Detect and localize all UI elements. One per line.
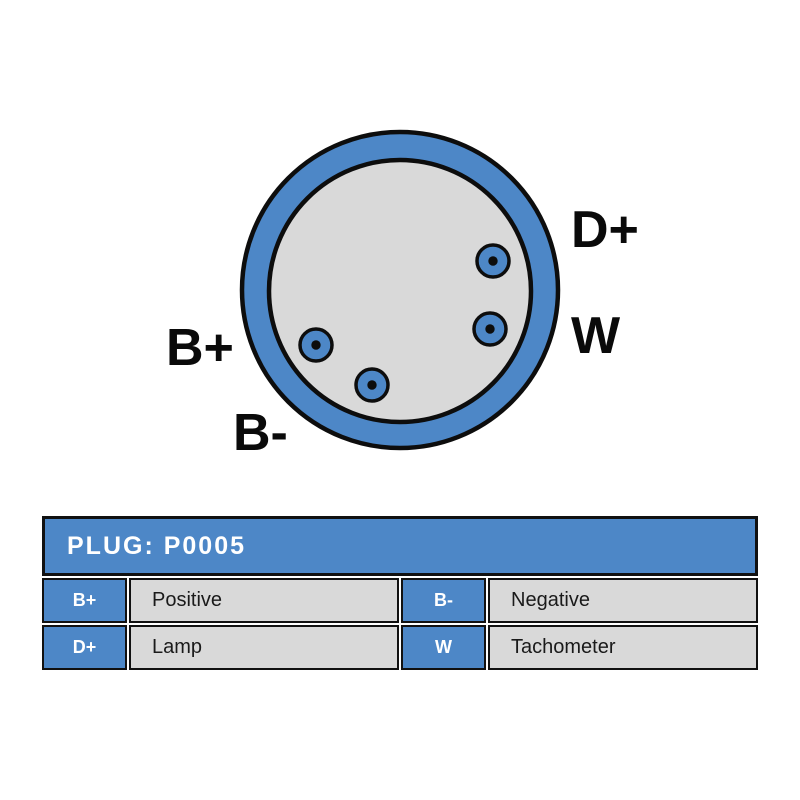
desc-cell-lamp: Lamp	[129, 625, 399, 670]
label-w: W	[571, 307, 621, 365]
pin-cell-dplus: D+	[42, 625, 127, 670]
plug-table-header: PLUG: P0005	[42, 516, 758, 576]
label-dplus: D+	[571, 201, 639, 259]
plug-table: PLUG: P0005 B+ Positive B- Negative D+ L…	[42, 516, 758, 670]
pin-center-dot	[485, 324, 495, 334]
pin-center-dot	[367, 380, 377, 390]
desc-cell-negative: Negative	[488, 578, 758, 623]
pin-center-dot	[311, 340, 321, 350]
pin-center-dot	[488, 256, 498, 266]
pin-w	[472, 311, 508, 347]
desc-cell-positive: Positive	[129, 578, 399, 623]
label-bminus: B-	[233, 404, 288, 462]
plug-table-grid: B+ Positive B- Negative D+ Lamp W Tachom…	[42, 578, 758, 670]
label-bplus: B+	[166, 319, 234, 377]
pin-bminus	[354, 367, 390, 403]
plug-title: PLUG: P0005	[67, 531, 247, 560]
connector-diagram: D+ W B+ B-	[166, 129, 639, 462]
desc-cell-tachometer: Tachometer	[488, 625, 758, 670]
pin-cell-bplus: B+	[42, 578, 127, 623]
pin-dplus	[475, 243, 511, 279]
pin-bplus	[298, 327, 334, 363]
connector-face	[266, 157, 534, 425]
pin-cell-w: W	[401, 625, 486, 670]
pin-cell-bminus: B-	[401, 578, 486, 623]
